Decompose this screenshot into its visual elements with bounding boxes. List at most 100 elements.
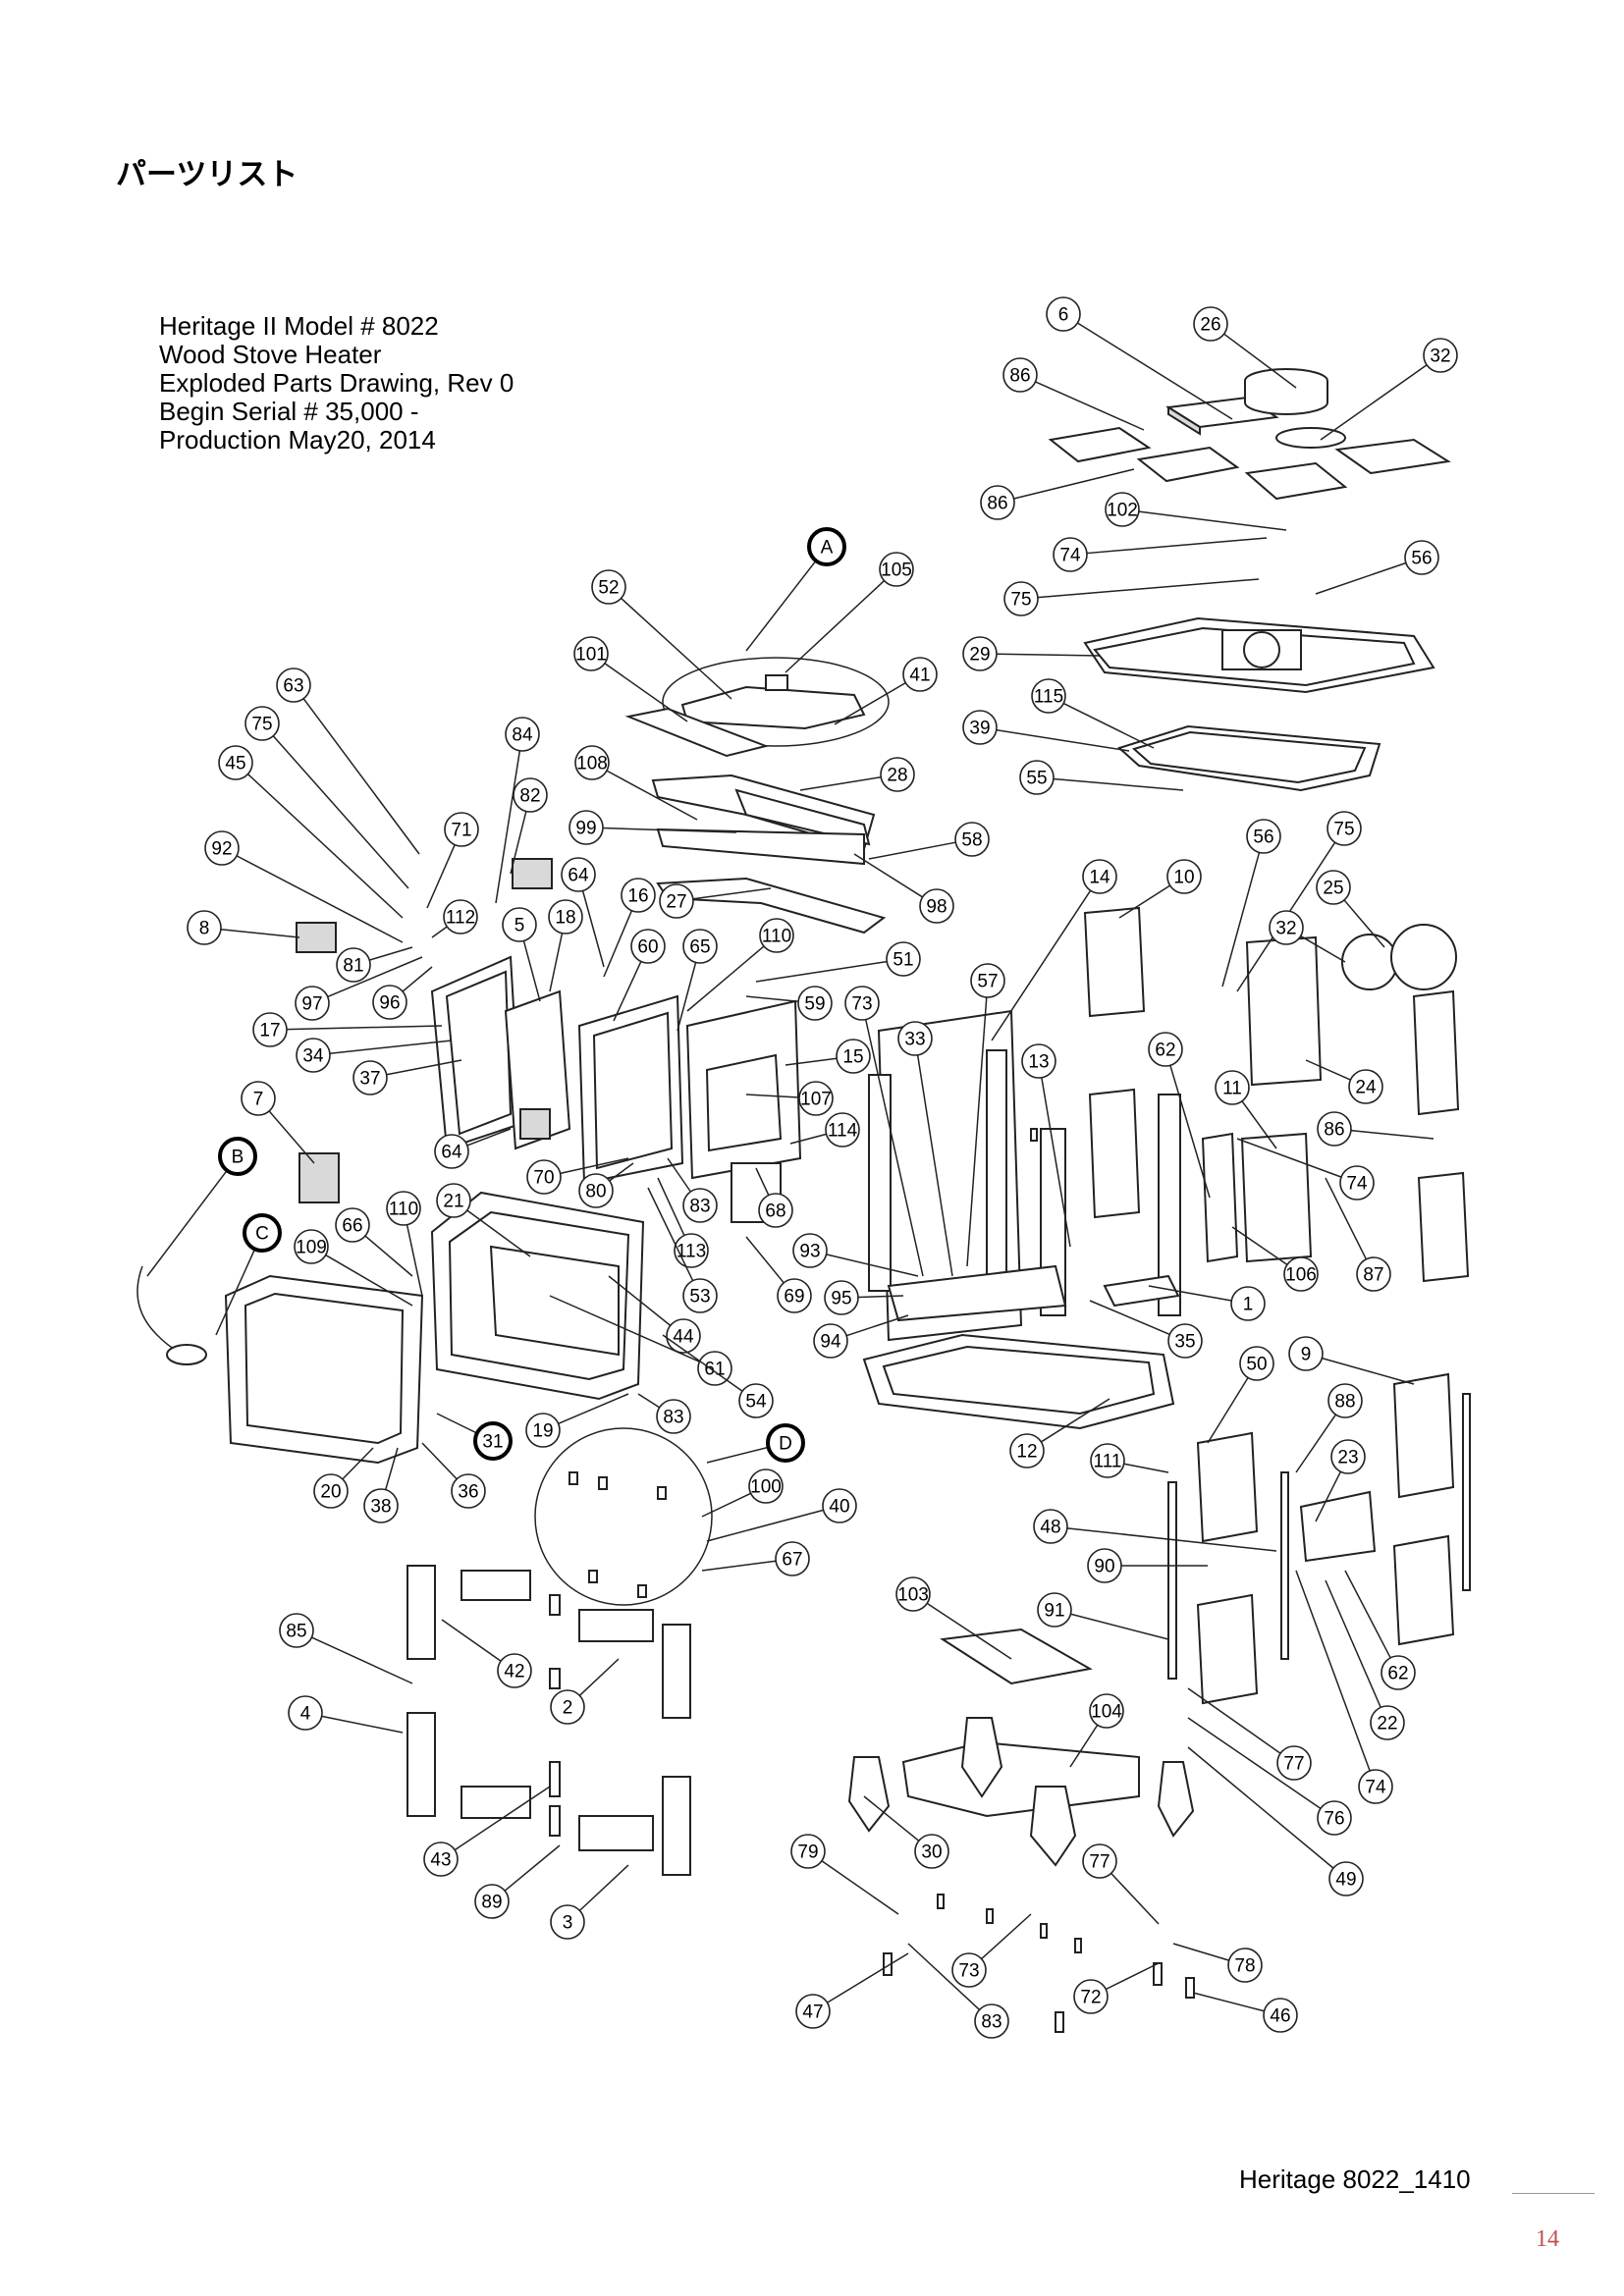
leader-line (549, 1295, 700, 1362)
leader-line (609, 1162, 634, 1182)
part-number-label: 20 (320, 1482, 341, 1503)
part-number-label: 31 (482, 1432, 503, 1453)
part-number-bubble (1033, 1509, 1068, 1544)
part-number-bubble (574, 745, 610, 780)
leader-line (606, 770, 698, 821)
part-number-bubble (1326, 811, 1362, 846)
part-number-bubble (1380, 1655, 1416, 1690)
part-number-bubble (279, 1613, 314, 1648)
part-callout-32: 32 (1269, 910, 1346, 963)
part-callout-7: 7 (241, 1081, 315, 1164)
part-number-bubble (775, 1541, 810, 1576)
part-callout-25: 25 (1316, 870, 1385, 948)
part-number-label: 83 (663, 1408, 683, 1428)
part-number-label: 51 (893, 950, 913, 971)
part-callout-94: 94 (813, 1314, 909, 1359)
part-number-bubble (836, 1039, 871, 1074)
part-number-label: 107 (800, 1090, 832, 1110)
part-callout-108: 108 (574, 745, 698, 821)
part-number-label: 50 (1246, 1355, 1267, 1375)
part-callout-14: 14 (991, 859, 1117, 1041)
leader-line (857, 1295, 904, 1299)
part-number-label: B (232, 1148, 244, 1168)
part-callout-5: 5 (502, 907, 541, 1002)
part-callout-B: B (146, 1137, 257, 1277)
leader-line (1110, 1872, 1160, 1925)
part-callout-41: 41 (834, 657, 938, 725)
part-number-bubble (1148, 1032, 1183, 1067)
part-number-label: 96 (379, 993, 400, 1014)
leader-line (1344, 1570, 1391, 1659)
part-number-bubble (1317, 1800, 1352, 1836)
part-number-label: 17 (259, 1021, 280, 1041)
leader-line (701, 1560, 777, 1572)
part-callout-110: 110 (386, 1191, 423, 1297)
leader-line (1148, 1285, 1232, 1302)
part-number-label: 55 (1026, 769, 1047, 789)
leader-line (1322, 1357, 1415, 1385)
part-callout-11: 11 (1215, 1070, 1277, 1149)
part-callout-D: D (706, 1423, 805, 1464)
part-number-bubble (1037, 1592, 1072, 1628)
part-number-label: 4 (300, 1704, 311, 1725)
part-callout-70: 70 (526, 1157, 629, 1195)
part-number-label: 97 (301, 994, 322, 1015)
part-callout-48: 48 (1033, 1509, 1277, 1552)
part-callout-72: 72 (1073, 1962, 1160, 2014)
leader-line (581, 890, 605, 968)
part-callout-56: 56 (1221, 819, 1281, 988)
leader-line (1172, 1943, 1229, 1961)
leader-line (662, 1334, 743, 1392)
leader-line (1315, 561, 1407, 595)
part-number-bubble (954, 822, 990, 857)
part-callout-1: 1 (1148, 1285, 1266, 1321)
part-number-label: 90 (1094, 1557, 1114, 1577)
part-number-bubble (970, 963, 1005, 998)
part-callout-115: 115 (1031, 678, 1155, 749)
part-number-label: 75 (251, 715, 272, 735)
part-callout-83: 83 (667, 1157, 718, 1223)
part-number-bubble (313, 1473, 349, 1509)
part-number-bubble (526, 1159, 562, 1195)
part-number-bubble (822, 1488, 857, 1523)
part-callout-42: 42 (441, 1619, 532, 1688)
part-callout-86: 86 (980, 468, 1135, 520)
part-callout-60: 60 (613, 929, 666, 1022)
part-number-bubble (621, 878, 656, 913)
part-number-bubble (844, 986, 880, 1021)
part-callout-27: 27 (659, 883, 772, 919)
part-number-label: 29 (969, 645, 990, 666)
part-number-bubble (1193, 306, 1228, 342)
part-number-bubble (1087, 1548, 1122, 1583)
part-number-bubble (1288, 1336, 1324, 1371)
part-number-bubble (682, 1278, 718, 1313)
part-number-bubble (1082, 859, 1117, 894)
part-number-bubble (1167, 1323, 1203, 1359)
part-callout-20: 20 (313, 1447, 374, 1509)
part-number-label: 74 (1059, 546, 1081, 566)
part-number-bubble (813, 1323, 848, 1359)
part-number-label: 9 (1301, 1345, 1312, 1365)
part-callout-10: 10 (1118, 859, 1202, 919)
part-number-bubble (914, 1834, 949, 1869)
part-number-bubble (902, 657, 938, 692)
part-number-bubble (879, 552, 914, 587)
part-number-label: 105 (881, 561, 912, 581)
part-number-label: 86 (1324, 1120, 1344, 1141)
part-callout-39: 39 (962, 710, 1130, 752)
part-number-bubble (336, 947, 371, 983)
part-number-bubble (895, 1576, 931, 1612)
part-callout-100: 100 (701, 1468, 784, 1518)
part-number-label: 18 (555, 908, 575, 929)
leader-line (1077, 322, 1233, 420)
part-number-bubble (295, 986, 330, 1021)
leader-line (1040, 1398, 1110, 1443)
part-number-bubble (630, 929, 666, 964)
part-number-label: 102 (1107, 501, 1138, 521)
part-callout-45: 45 (218, 745, 404, 919)
leader-line (834, 681, 906, 725)
part-callout-58: 58 (868, 822, 990, 860)
part-number-label: 110 (762, 927, 791, 947)
part-callout-109: 109 (294, 1229, 413, 1307)
part-number-label: 86 (987, 494, 1007, 514)
